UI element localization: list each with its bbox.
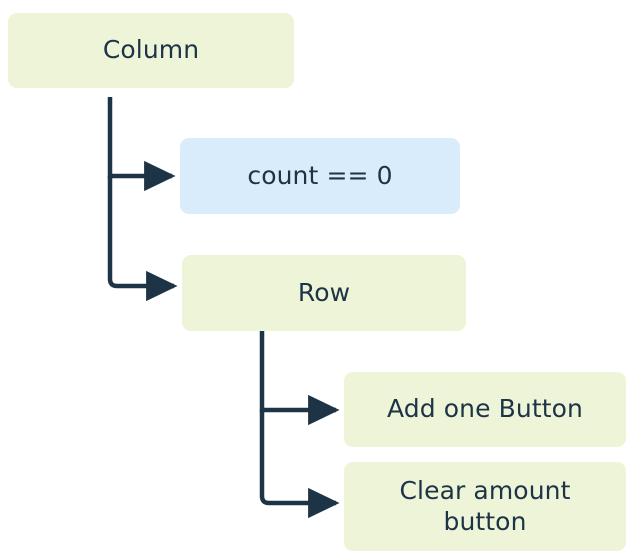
node-clear-amount-button-label: Clear amount button — [399, 476, 571, 536]
node-count-condition-label: count == 0 — [247, 160, 393, 190]
node-row[interactable]: Row — [182, 255, 466, 331]
edge-column-row — [107, 176, 178, 302]
node-add-one-button-label: Add one Button — [387, 394, 583, 424]
edge-row-add-one — [259, 331, 340, 426]
edge-column-count — [107, 97, 176, 192]
node-clear-amount-button[interactable]: Clear amount button — [344, 462, 626, 551]
node-column[interactable]: Column — [8, 13, 294, 88]
node-column-label: Column — [102, 35, 200, 65]
node-count-condition[interactable]: count == 0 — [180, 138, 460, 214]
edge-row-clear — [259, 410, 340, 519]
node-row-label: Row — [297, 277, 351, 307]
node-add-one-button[interactable]: Add one Button — [344, 372, 626, 447]
